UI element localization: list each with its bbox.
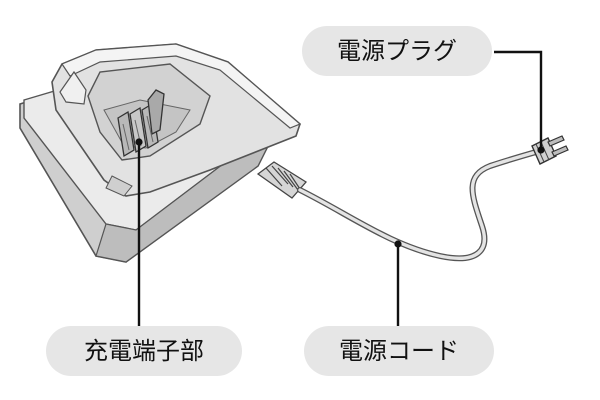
cradle-holder-rim	[61, 43, 302, 129]
leader-dots	[135, 138, 545, 248]
plug-leader-dot	[537, 146, 545, 154]
charging-terminal-label: 充電端子部	[46, 326, 242, 376]
leader-lines	[137, 50, 543, 326]
charging-cradle	[19, 43, 307, 263]
power-cord	[297, 149, 539, 262]
power-plug-label: 電源プラグ	[302, 26, 492, 76]
cradle-front-lip	[105, 175, 133, 197]
power-cord-label: 電源コード	[304, 326, 494, 376]
terminal-leader-dot	[135, 138, 143, 146]
cord-strain-relief	[256, 161, 307, 199]
cord-leader-dot	[394, 240, 402, 248]
plug-leader-line	[494, 50, 543, 150]
cradle-left-notch	[59, 70, 87, 105]
